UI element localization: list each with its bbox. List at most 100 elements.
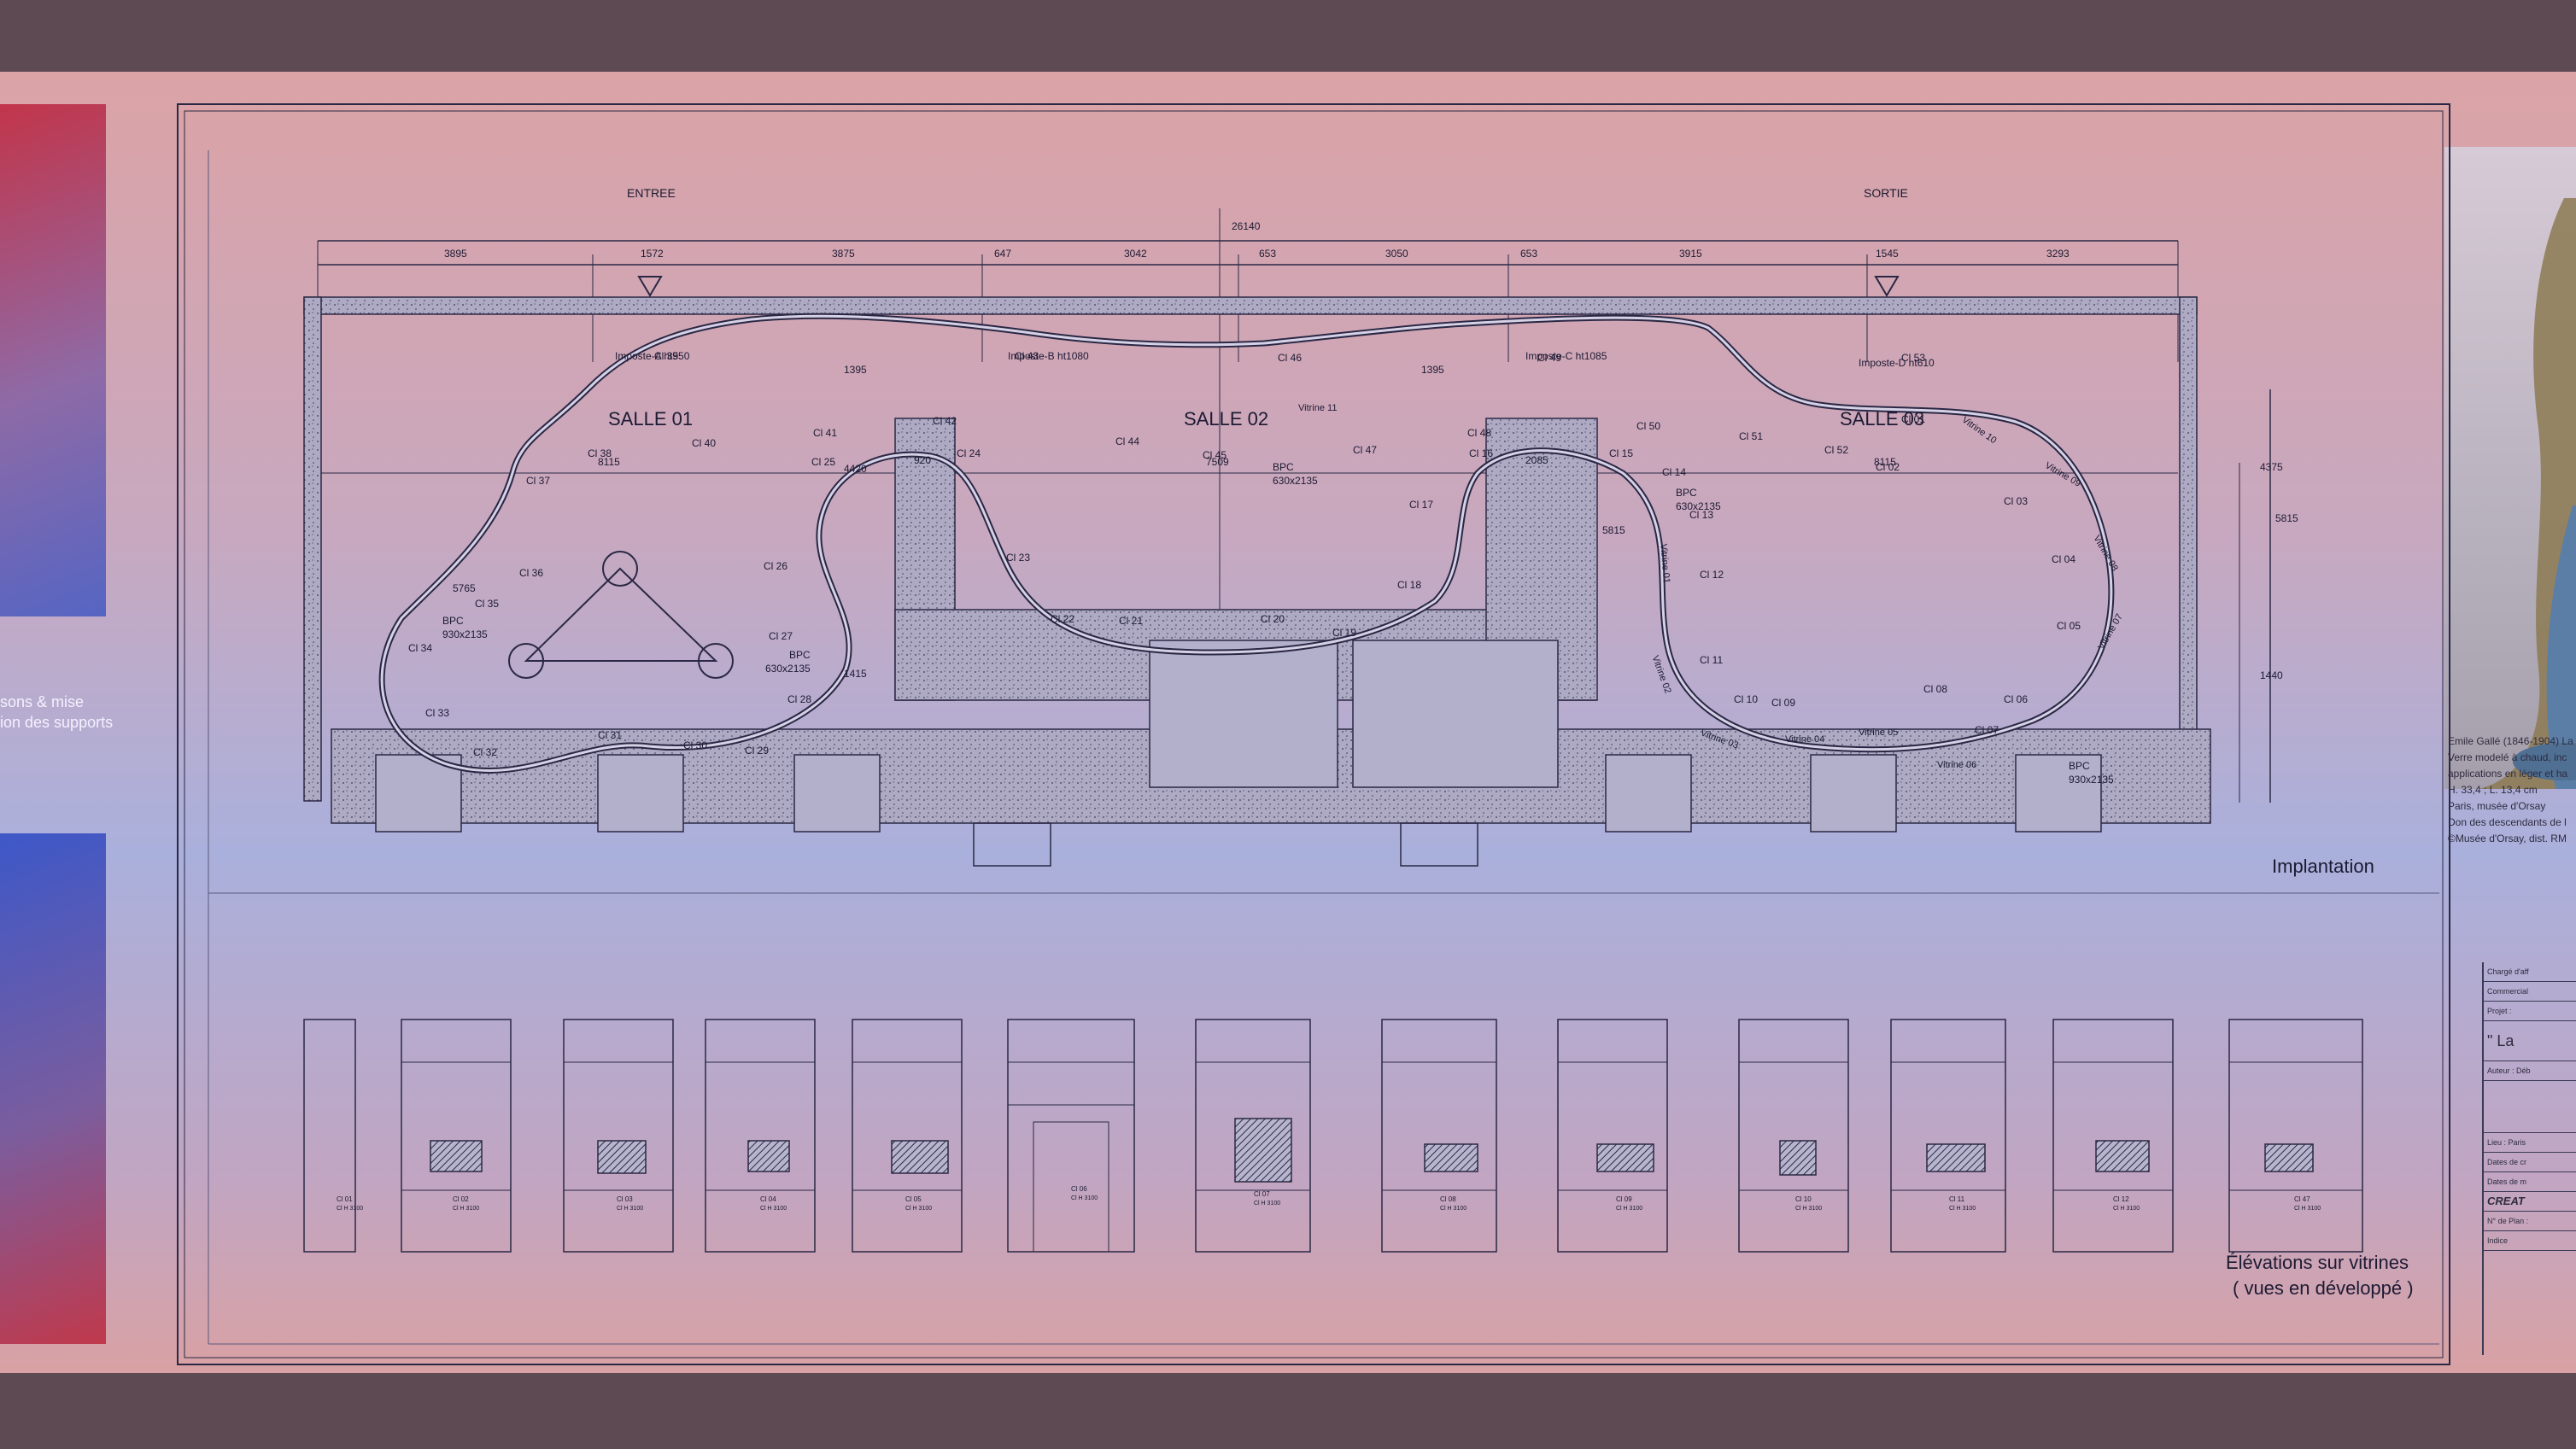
company-logo: CREAT — [2484, 1192, 2576, 1212]
vase-photo — [2444, 147, 2576, 789]
photo-caption-line: Paris, musée d'Orsay — [2448, 800, 2546, 812]
cl-label: Cl 28 — [787, 693, 812, 705]
title-block-author: Auteur : Déb — [2484, 1061, 2576, 1081]
vertical-dimension: 5815 — [2275, 512, 2298, 524]
room-width: 8115 — [598, 456, 620, 468]
cl-label: Cl 21 — [1119, 615, 1144, 627]
top-dimension: 3042 — [1124, 248, 1147, 260]
photo-caption-line: applications en léger et ha — [2448, 768, 2568, 780]
elevation-sub: Cl H 3100 — [1071, 1195, 1098, 1201]
bpc-label: BPC — [442, 615, 464, 627]
room-label-salle-01: SALLE 01 — [608, 408, 694, 429]
cl-label: Cl 41 — [813, 427, 838, 439]
elevation-sub: Cl H 3100 — [617, 1206, 644, 1212]
cl-label: Cl 34 — [408, 642, 433, 654]
title-block-index: Indice — [2484, 1231, 2576, 1251]
bpc-label: BPC — [789, 649, 811, 661]
room-width: 7509 — [1206, 456, 1229, 468]
sub-dimension: 2085 — [1525, 454, 1549, 466]
elevation-sub: Cl H 3100 — [760, 1206, 787, 1212]
cl-label: Cl 53 — [1901, 352, 1926, 364]
photo-caption-line: Don des descendants de l — [2448, 816, 2567, 828]
elevation-sub: Cl H 3100 — [1616, 1206, 1643, 1212]
vitrine-label: Vitrine 04 — [1785, 734, 1825, 745]
cl-label: Cl 04 — [2052, 553, 2076, 565]
imposte-label: Imposte-A ht550 — [615, 350, 690, 362]
vitrine-label: Vitrine 11 — [1298, 403, 1338, 413]
vertical-dimension: 1395 — [844, 364, 867, 376]
elevation-name: Cl 06 — [1071, 1185, 1087, 1193]
top-dimension: 3895 — [444, 248, 467, 260]
drawing-sheet: sons & mise ion des supports Emile Gallé… — [0, 72, 2576, 1373]
elevation-name: Cl 01 — [337, 1195, 353, 1203]
bpc-label: BPC — [2069, 760, 2090, 772]
title-block-row: Dates de m — [2484, 1172, 2576, 1192]
vase-image — [2479, 198, 2576, 789]
title-block-row: Projet : — [2484, 1002, 2576, 1021]
cl-label: Cl 46 — [1278, 352, 1303, 364]
title-block-blank — [2484, 1081, 2576, 1133]
cl-label: Cl 05 — [2057, 620, 2081, 632]
cl-label: Cl 14 — [1662, 466, 1687, 478]
cl-label: Cl 13 — [1689, 509, 1714, 521]
cl-label: Cl 15 — [1609, 447, 1634, 459]
cl-label: Cl 39 — [654, 350, 679, 362]
cl-label: Cl 22 — [1051, 613, 1075, 625]
cl-label: Cl 17 — [1409, 499, 1434, 511]
cl-label: Cl 09 — [1771, 697, 1796, 709]
overall-dimension: 26140 — [1232, 220, 1261, 232]
elevation-sub: Cl H 3100 — [337, 1206, 364, 1212]
elevation-sub: Cl H 3100 — [1440, 1206, 1467, 1212]
left-caption: sons & mise ion des supports — [0, 692, 128, 733]
top-dimension: 3875 — [832, 248, 855, 260]
cl-label: Cl 11 — [1700, 654, 1724, 666]
vertical-dimension: 4375 — [2260, 461, 2283, 473]
cl-label: Cl 06 — [2004, 693, 2029, 705]
top-dimension: 653 — [1520, 248, 1538, 260]
elevation-sub: Cl H 3100 — [2113, 1206, 2140, 1212]
bpc-label: 930x2135 — [2069, 774, 2114, 786]
bpc-label: 630x2135 — [1676, 500, 1721, 512]
title-block-row: Dates de cr — [2484, 1153, 2576, 1172]
title-block-row: Chargé d'aff — [2484, 962, 2576, 982]
cl-label: Cl 33 — [425, 707, 450, 719]
top-dimension: 1545 — [1876, 248, 1899, 260]
cl-label: Cl 43 — [1015, 350, 1039, 362]
cl-label: Cl 45 — [1203, 449, 1227, 461]
elevation-sub: Cl H 3100 — [1949, 1206, 1976, 1212]
cl-label: Cl 25 — [811, 456, 836, 468]
elevation-sub: Cl H 3100 — [453, 1206, 480, 1212]
room-label-salle-02: SALLE 02 — [1184, 408, 1269, 429]
room-width: 8115 — [1874, 456, 1896, 468]
vitrine-label: Vitrine 05 — [1859, 727, 1899, 738]
cl-label: Cl 19 — [1332, 627, 1357, 639]
vitrine-label: Vitrine 06 — [1937, 760, 1977, 770]
floor-plan-drawing — [177, 103, 2450, 1365]
elevation-name: Cl 03 — [617, 1195, 633, 1203]
elevation-name: Cl 10 — [1795, 1195, 1812, 1203]
cl-label: Cl 08 — [1923, 683, 1948, 695]
left-photo-panel-top — [0, 104, 106, 616]
cl-label: Cl 40 — [692, 437, 717, 449]
elevation-name: Cl 11 — [1949, 1195, 1965, 1203]
left-caption-line: sons & mise — [0, 693, 85, 710]
elevations-label: Élévations sur vitrines — [2226, 1252, 2409, 1273]
top-dimension: 3915 — [1679, 248, 1702, 260]
title-block-row: Lieu : Paris — [2484, 1133, 2576, 1153]
elevation-name: Cl 07 — [1254, 1190, 1270, 1198]
elevation-name: Cl 02 — [453, 1195, 469, 1203]
cl-label: Cl 23 — [1006, 552, 1031, 564]
title-block-row: Commercial — [2484, 982, 2576, 1002]
bpc-label: 930x2135 — [442, 628, 488, 640]
cl-label: Cl 47 — [1353, 444, 1378, 456]
imposte-label: Imposte-D ht610 — [1859, 357, 1935, 369]
cl-label: Cl 20 — [1261, 613, 1285, 625]
cl-label: Cl 49 — [1537, 352, 1562, 364]
cl-label: Cl 51 — [1739, 430, 1764, 442]
photo-caption-line: ©Musée d'Orsay, dist. RM — [2448, 833, 2567, 844]
elevation-name: Cl 05 — [905, 1195, 922, 1203]
cl-label: Cl 36 — [519, 567, 544, 579]
elevation-name: Cl 08 — [1440, 1195, 1456, 1203]
cl-label: Cl 12 — [1700, 569, 1724, 581]
cl-label: Cl 48 — [1467, 427, 1492, 439]
